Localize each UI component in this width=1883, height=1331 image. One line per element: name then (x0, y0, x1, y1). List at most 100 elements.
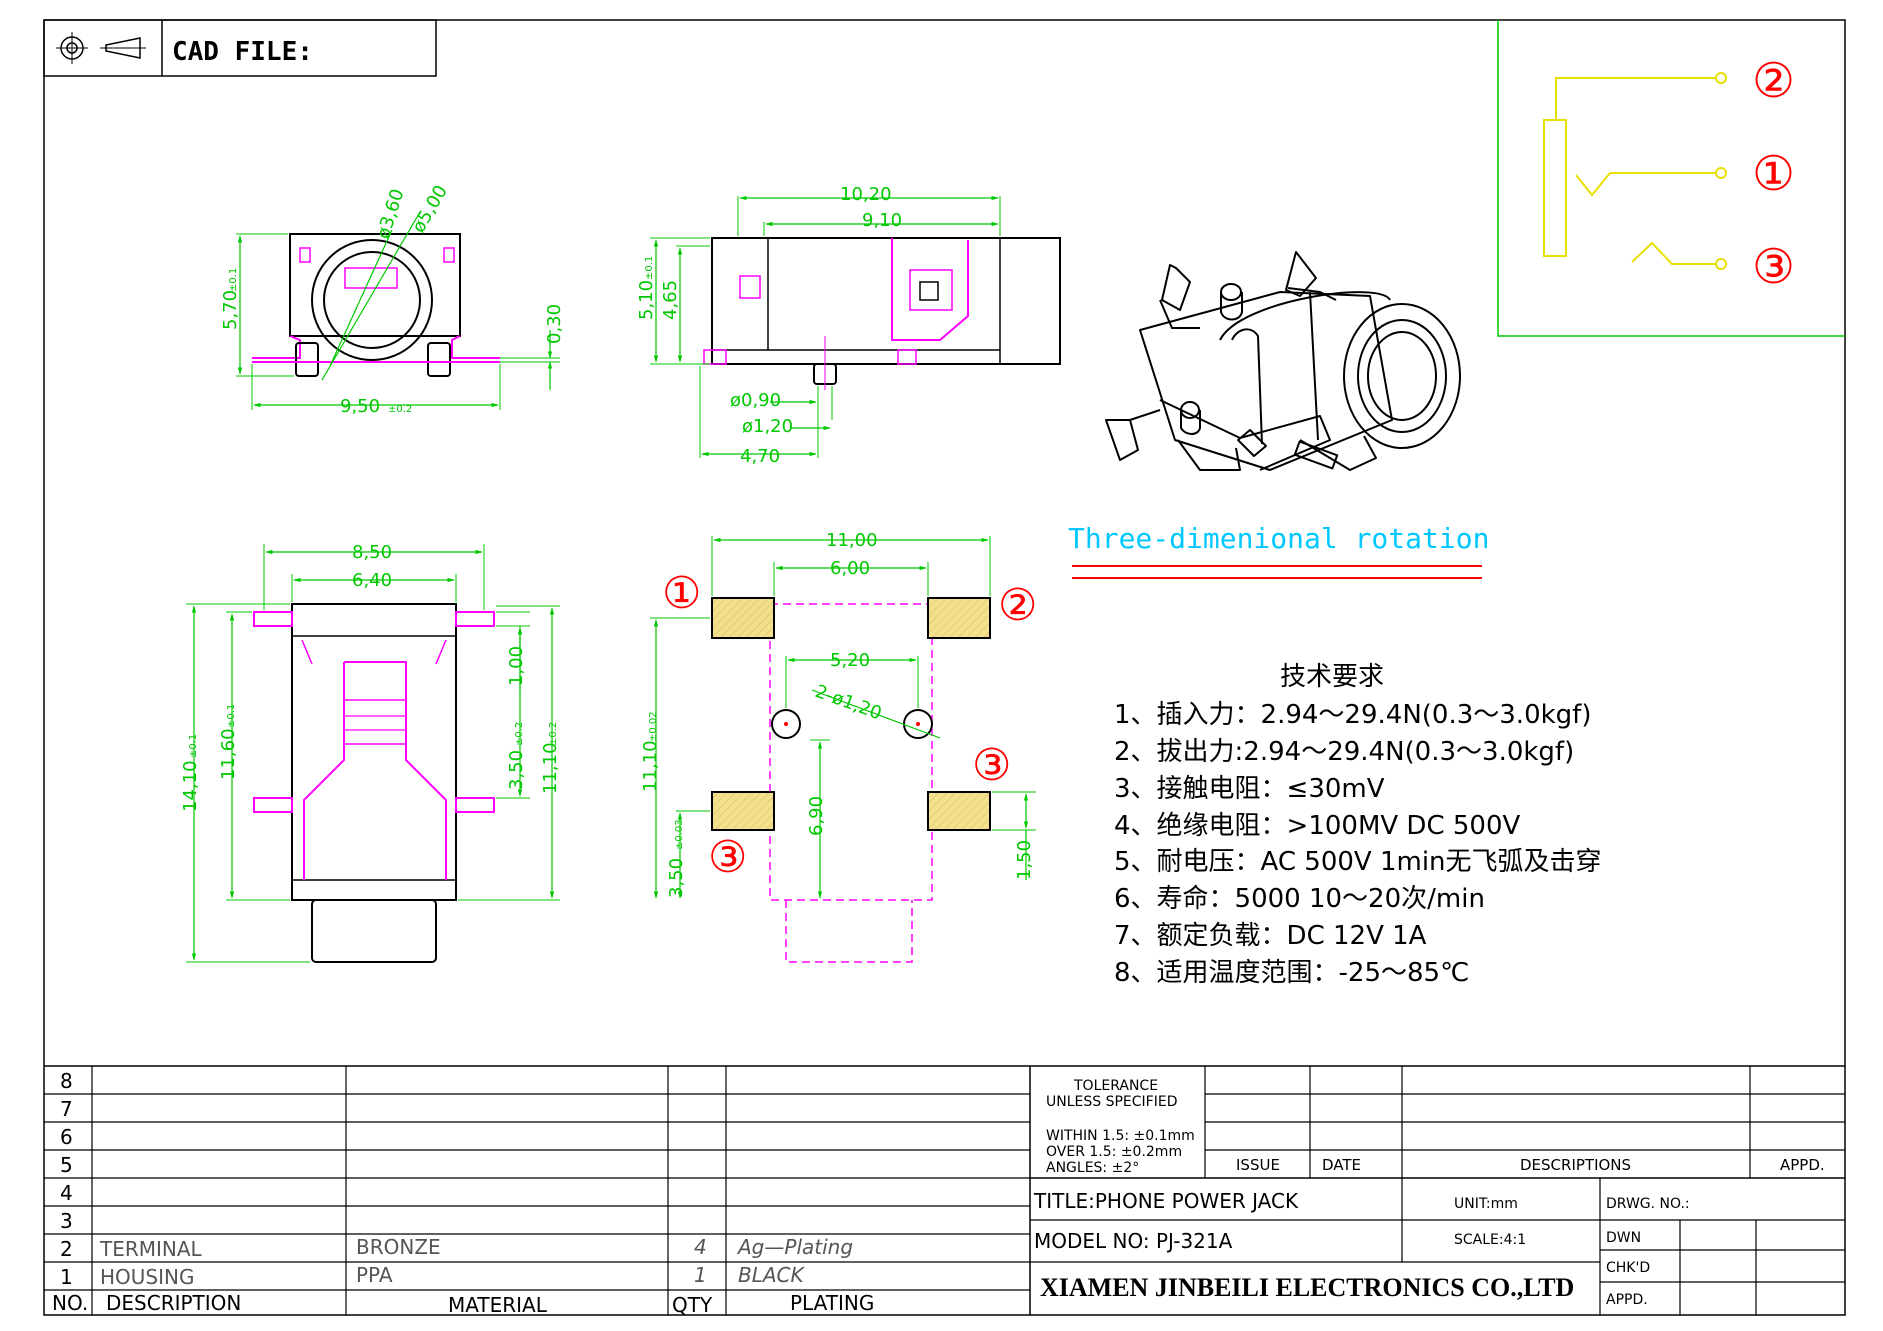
pad-3-left (711, 791, 775, 831)
side-dim-h510: 5,10 (636, 280, 657, 320)
requirement-6: 6、寿命：5000 10～20次/min (1114, 884, 1485, 914)
pcb-pin-2: ② (998, 580, 1037, 631)
technical-requirements: 技术要求 1、插入力：2.94～29.4N(0.3～3.0kgf) 2、拔出力:… (1114, 662, 1602, 988)
bottom-dim-h350-tol: ±0.2 (514, 722, 525, 746)
requirement-1: 1、插入力：2.94～29.4N(0.3～3.0kgf) (1114, 700, 1591, 730)
rev-issue-header: ISSUE (1236, 1156, 1280, 1174)
side-view: 10,20 9,10 5,10 ±0.1 4,65 ø0,90 ø1,20 4,… (636, 184, 1061, 467)
bottom-dim-h1410: 14,10 (180, 760, 201, 812)
iso-caption: Three-dimenional rotation (1068, 522, 1489, 579)
front-dim-w950: 9,50 (340, 396, 380, 417)
title-block-text: TOLERANCE UNLESS SPECIFIED WITHIN 1.5: ±… (1033, 1078, 1825, 1308)
pcb-dim-h350: 3,50 (666, 858, 687, 898)
unit-label: UNIT:mm (1454, 1196, 1518, 1212)
requirement-4: 4、绝缘电阻：>100MV DC 500V (1114, 811, 1521, 841)
bottom-view: 8,50 6,40 14,10 ±0.1 11,60 ±0.1 1,00 3,5… (180, 542, 561, 963)
bom-cell-qty: 4 (694, 1235, 707, 1259)
tolerance-over: OVER 1.5: ±0.2mm (1046, 1144, 1182, 1160)
model-number: MODEL NO: PJ-321A (1034, 1229, 1233, 1253)
rev-descriptions-header: DESCRIPTIONS (1520, 1156, 1631, 1174)
requirement-7: 7、额定负载：DC 12V 1A (1114, 921, 1427, 951)
side-dim-h465: 4,65 (660, 280, 681, 320)
schematic-pin-1: ① (1752, 146, 1795, 202)
cad-file-label: CAD FILE: (172, 37, 313, 67)
bom-cell-material: PPA (356, 1263, 393, 1287)
pcb-dim-h1110-tol: ±0.02 (648, 711, 659, 742)
projection-symbol-icon (56, 32, 146, 64)
bottom-dim-h350: 3,50 (506, 750, 527, 790)
hole-left (771, 709, 801, 739)
rev-appd-header: APPD. (1780, 1156, 1825, 1174)
requirement-3: 3、接触电阻：≤30mV (1114, 774, 1385, 804)
pad-3-right (927, 791, 991, 831)
bom-cell-description: HOUSING (100, 1265, 194, 1289)
pcb-dim-w520: 5,20 (830, 650, 870, 671)
bottom-dim-h1410-tol: ±0.1 (188, 734, 199, 758)
iso-view-image (1105, 251, 1461, 471)
schematic-pin-3: ③ (1752, 239, 1795, 295)
tolerance-sub: UNLESS SPECIFIED (1046, 1094, 1177, 1110)
requirements-title: 技术要求 (1280, 662, 1384, 692)
front-dim-h570-tol: ±0.1 (228, 268, 239, 292)
bom-row-number: 3 (60, 1209, 73, 1233)
bom-row-number: 1 (60, 1265, 73, 1289)
title-block-grid (1030, 1066, 1845, 1315)
company-name: XIAMEN JINBEILI ELECTRONICS CO.,LTD (1040, 1273, 1574, 1302)
tolerance-title: TOLERANCE (1073, 1078, 1158, 1094)
bottom-dim-h1160: 11,60 (218, 728, 239, 780)
pad-2 (927, 597, 991, 639)
pcb-layout: ① ② ③ ③ 11,00 6,00 5,20 2-ø1,20 11,10 ±0… (640, 530, 1037, 963)
rev-date-header: DATE (1322, 1156, 1361, 1174)
bom-row-number: 8 (60, 1069, 73, 1093)
bom-cell-plating: BLACK (738, 1263, 806, 1287)
bom-table (44, 1065, 1845, 1315)
requirement-8: 8、适用温度范围：-25～85℃ (1114, 958, 1469, 988)
pad-1 (711, 597, 775, 639)
front-dim-t030: 0,30 (544, 304, 565, 344)
requirement-2: 2、拔出力:2.94～29.4N(0.3～3.0kgf) (1114, 737, 1574, 767)
side-dim-d120: ø1,20 (742, 416, 793, 437)
bom-cell-material: BRONZE (356, 1235, 441, 1259)
bom-header-material: MATERIAL (448, 1293, 548, 1317)
bom-header-description: DESCRIPTION (106, 1291, 241, 1315)
bom-cell-description: TERMINAL (99, 1237, 203, 1261)
pcb-dim-h350-tol: ±0.03 (674, 819, 685, 850)
bom-row-number: 4 (60, 1181, 73, 1205)
side-dim-d090: ø0,90 (730, 390, 781, 411)
tolerance-within: WITHIN 1.5: ±0.1mm (1046, 1128, 1195, 1144)
bottom-dim-h1160-tol: ±0.1 (226, 704, 237, 728)
pcb-dim-holes: 2-ø1,20 (812, 681, 884, 724)
bottom-dim-w640: 6,40 (352, 570, 392, 591)
scale-label: SCALE:4:1 (1454, 1232, 1526, 1248)
bom-header-plating: PLATING (790, 1291, 874, 1315)
side-dim-w470: 4,70 (740, 446, 780, 467)
bottom-dim-h1110: 11,10 (540, 742, 561, 794)
side-dim-w910: 9,10 (862, 210, 902, 231)
bom-header-qty: QTY (672, 1293, 713, 1317)
pcb-dim-w1100: 11,00 (826, 530, 878, 551)
chkd-label: CHK'D (1606, 1260, 1650, 1276)
pcb-dim-h690: 6,90 (806, 796, 827, 836)
pcb-pin-3-left: ③ (708, 832, 747, 883)
appd-label: APPD. (1606, 1292, 1648, 1308)
requirement-5: 5、耐电压：AC 500V 1min无飞弧及击穿 (1114, 847, 1602, 877)
bottom-dim-w850: 8,50 (352, 542, 392, 563)
bom-row-number: 7 (60, 1097, 73, 1121)
pcb-pin-1: ① (662, 568, 701, 619)
pcb-dim-w600: 6,00 (830, 558, 870, 579)
front-dim-d500: ø5,00 (408, 182, 452, 237)
drawing-title: TITLE:PHONE POWER JACK (1033, 1189, 1299, 1213)
dwn-label: DWN (1606, 1230, 1641, 1246)
pcb-dim-h150: 1,50 (1014, 840, 1035, 880)
bom-header-no: NO. (52, 1291, 88, 1315)
schematic-symbol: ② ① ③ (1497, 20, 1845, 337)
iso-caption-text: Three-dimenional rotation (1068, 522, 1489, 555)
schematic-pin-2: ② (1752, 53, 1795, 109)
bom-row-number: 6 (60, 1125, 73, 1149)
pcb-pin-3-right: ③ (972, 740, 1011, 791)
bottom-dim-h100: 1,00 (506, 646, 527, 686)
bottom-dim-h1110-tol: ±0.2 (548, 722, 559, 746)
pcb-dim-h1110: 11,10 (640, 740, 661, 792)
tolerance-angles: ANGLES: ±2° (1046, 1160, 1139, 1176)
